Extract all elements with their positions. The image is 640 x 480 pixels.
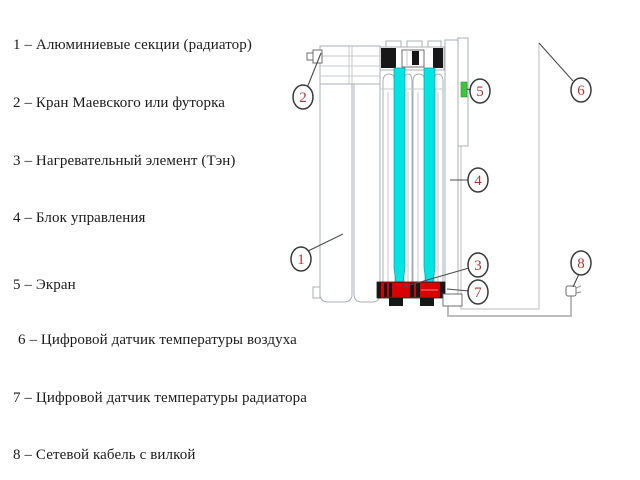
radiator-columns bbox=[380, 67, 444, 297]
radiator-fins bbox=[319, 45, 381, 85]
leader-line-2 bbox=[306, 52, 322, 89]
callout-2: 2 bbox=[292, 84, 314, 110]
legend-item-3: 3 – Нагревательный элемент (Тэн) bbox=[13, 153, 236, 169]
svg-text:5: 5 bbox=[476, 84, 484, 100]
foot-right bbox=[420, 298, 434, 306]
control-unit bbox=[444, 39, 459, 305]
svg-text:3: 3 bbox=[474, 258, 482, 274]
heat-tube-left bbox=[393, 67, 406, 283]
callout-3: 3 bbox=[467, 252, 489, 278]
legend-item-5: 5 – Экран bbox=[13, 277, 76, 293]
svg-text:6: 6 bbox=[577, 83, 585, 99]
callout-5: 5 bbox=[469, 78, 491, 104]
callout-8: 8 bbox=[570, 250, 592, 276]
power-cable bbox=[447, 285, 582, 317]
svg-text:8: 8 bbox=[577, 256, 585, 272]
leader-line-7 bbox=[446, 288, 470, 292]
leader-lines bbox=[306, 42, 580, 292]
callout-6: 6 bbox=[570, 77, 592, 103]
manifold-plug-left bbox=[381, 48, 396, 68]
legend-item-1: 1 – Алюминиевые секции (радиатор) bbox=[13, 37, 252, 53]
sensor-wire bbox=[460, 43, 540, 310]
svg-text:7: 7 bbox=[474, 285, 482, 301]
heating-element bbox=[376, 281, 446, 299]
screen-indicator bbox=[460, 81, 468, 98]
leader-line-1 bbox=[307, 233, 344, 252]
leader-line-6 bbox=[538, 42, 574, 82]
screen-panel bbox=[457, 37, 469, 147]
leader-line-3 bbox=[402, 267, 470, 288]
top-manifold bbox=[379, 40, 445, 71]
svg-text:2: 2 bbox=[299, 90, 307, 106]
svg-text:1: 1 bbox=[297, 252, 305, 268]
callout-4: 4 bbox=[467, 167, 489, 193]
svg-text:4: 4 bbox=[474, 173, 482, 189]
legend-item-8: 8 – Сетевой кабель с вилкой bbox=[13, 447, 196, 463]
legend-item-2: 2 – Кран Маевского или футорка bbox=[13, 95, 226, 111]
heat-tube-right bbox=[423, 67, 436, 283]
legend-item-7: 7 – Цифровой датчик температуры радиатор… bbox=[13, 390, 307, 406]
power-plug-icon bbox=[565, 285, 582, 297]
radiator-body bbox=[306, 40, 445, 303]
junction-box bbox=[442, 293, 463, 307]
manifold-plug-right bbox=[433, 48, 443, 68]
callout-7: 7 bbox=[467, 279, 489, 305]
foot-left bbox=[389, 298, 403, 306]
leader-line-8 bbox=[572, 273, 580, 288]
legend-item-4: 4 – Блок управления bbox=[13, 210, 146, 226]
legend-item-6: 6 – Цифровой датчик температуры воздуха bbox=[18, 332, 297, 348]
callout-1: 1 bbox=[290, 246, 312, 272]
wall-bracket bbox=[312, 286, 321, 299]
